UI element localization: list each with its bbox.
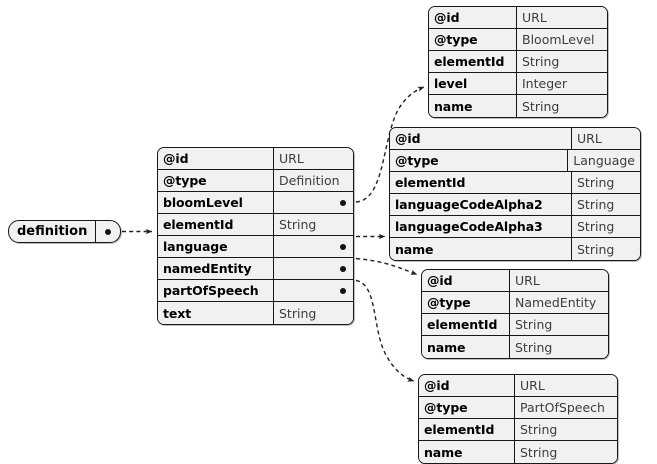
field-type: BloomLevel — [522, 32, 595, 47]
entity-row: elementId String — [429, 51, 607, 73]
field-name: @type — [422, 292, 510, 313]
field-name: @id — [419, 375, 515, 396]
entity-row: language — [158, 236, 353, 258]
entity-row: @type BloomLevel — [429, 29, 607, 51]
entity-row: languageCodeAlpha3 String — [390, 216, 640, 238]
field-type: String — [577, 175, 615, 190]
entity-row: @id URL — [429, 7, 607, 29]
field-name: text — [158, 302, 274, 324]
root-node-definition[interactable]: definition — [8, 220, 122, 243]
field-name: elementId — [422, 314, 510, 335]
entity-row: @type Definition — [158, 170, 353, 192]
field-link-dot[interactable] — [274, 236, 353, 257]
field-type: String — [279, 305, 317, 321]
field-link-dot[interactable] — [274, 192, 353, 213]
field-type: URL — [522, 10, 547, 25]
field-link-dot[interactable] — [274, 258, 353, 279]
field-type: String — [522, 98, 560, 114]
field-name: name — [390, 238, 572, 260]
field-type: String — [577, 219, 615, 234]
field-name: @id — [422, 270, 510, 291]
entity-row: @id URL — [390, 128, 640, 150]
field-type: Definition — [279, 173, 340, 188]
field-link-dot[interactable] — [274, 280, 353, 301]
field-name: @type — [419, 397, 515, 418]
entity-row: name String — [422, 336, 608, 358]
field-type: URL — [279, 151, 304, 166]
entity-row: name String — [390, 238, 640, 260]
field-name: bloomLevel — [158, 192, 274, 213]
entity-row: partOfSpeech — [158, 280, 353, 302]
root-node-label: definition — [9, 221, 97, 242]
entity-row: name String — [429, 95, 607, 117]
field-type: String — [515, 317, 553, 332]
field-type: String — [577, 241, 615, 257]
entity-row: elementId String — [390, 172, 640, 194]
field-name: name — [422, 336, 510, 358]
field-type: URL — [520, 378, 545, 393]
field-type: String — [520, 422, 558, 437]
field-type: String — [279, 217, 317, 232]
entity-row: name String — [419, 441, 617, 463]
field-type: URL — [515, 273, 540, 288]
field-type: String — [515, 339, 553, 355]
field-type: String — [577, 197, 615, 212]
field-name: languageCodeAlpha2 — [390, 194, 572, 215]
entity-row: elementId String — [422, 314, 608, 336]
entity-row: elementId String — [419, 419, 617, 441]
field-name: name — [429, 95, 517, 117]
field-name: @id — [429, 7, 517, 28]
field-name: @id — [390, 128, 572, 149]
entity-row: @type NamedEntity — [422, 292, 608, 314]
field-type: NamedEntity — [515, 295, 597, 310]
field-type: String — [522, 54, 560, 69]
field-name: elementId — [429, 51, 517, 72]
link-dot-icon — [105, 228, 112, 235]
field-name: level — [429, 73, 517, 94]
entity-row: level Integer — [429, 73, 607, 95]
link-dot-icon — [340, 265, 346, 272]
entity-row: @type PartOfSpeech — [419, 397, 617, 419]
field-name: name — [419, 441, 515, 463]
root-node-link-dot — [96, 221, 120, 242]
entity-row: @id URL — [422, 270, 608, 292]
field-type: URL — [577, 131, 602, 146]
field-name: @type — [390, 150, 569, 171]
field-name: namedEntity — [158, 258, 274, 279]
link-dot-icon — [340, 287, 346, 294]
entity-row: text String — [158, 302, 353, 324]
entity-row: bloomLevel — [158, 192, 353, 214]
entity-row: @type Language — [390, 150, 640, 172]
field-type: Integer — [522, 76, 567, 91]
entity-row: namedEntity — [158, 258, 353, 280]
field-name: @type — [158, 170, 274, 191]
field-name: @id — [158, 148, 274, 169]
field-name: language — [158, 236, 274, 257]
entity-row: languageCodeAlpha2 String — [390, 194, 640, 216]
entity-row: @id URL — [419, 375, 617, 397]
entity-row: elementId String — [158, 214, 353, 236]
field-name: elementId — [390, 172, 572, 193]
field-type: String — [520, 444, 558, 460]
field-name: elementId — [419, 419, 515, 440]
field-name: languageCodeAlpha3 — [390, 216, 572, 237]
field-name: @type — [429, 29, 517, 50]
field-type: Language — [573, 153, 635, 168]
link-dot-icon — [340, 243, 346, 250]
field-type: PartOfSpeech — [520, 400, 605, 415]
field-name: elementId — [158, 214, 274, 235]
edge-partofspeech — [355, 279, 415, 382]
link-dot-icon — [340, 199, 346, 206]
entity-row: @id URL — [158, 148, 353, 170]
field-name: partOfSpeech — [158, 280, 274, 301]
